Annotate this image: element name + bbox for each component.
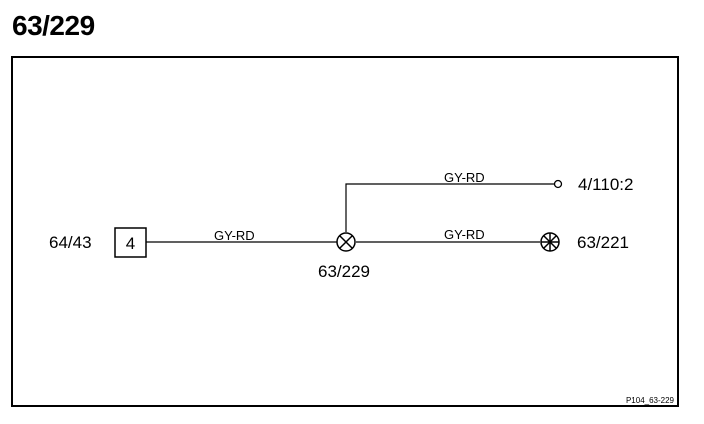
right-ground-label: 63/221: [577, 233, 629, 252]
wire-top-color: GY-RD: [444, 170, 485, 185]
wire-top: [345, 183, 554, 232]
wire-left-color: GY-RD: [214, 228, 255, 243]
ground-splice-icon: [540, 232, 560, 252]
splice-icon: [336, 232, 356, 252]
splice-label: 63/229: [318, 262, 370, 281]
connector-pin: 4: [126, 234, 135, 253]
wire-right-color: GY-RD: [444, 227, 485, 242]
page-title: 63/229: [12, 10, 95, 41]
reference-code: P104_63-229: [626, 396, 675, 405]
left-connector-label: 64/43: [49, 233, 92, 252]
open-terminal-icon: [553, 179, 563, 189]
top-terminal-label: 4/110:2: [578, 175, 633, 194]
connector-pin-box: [114, 227, 147, 258]
diagram-frame: [11, 56, 679, 407]
